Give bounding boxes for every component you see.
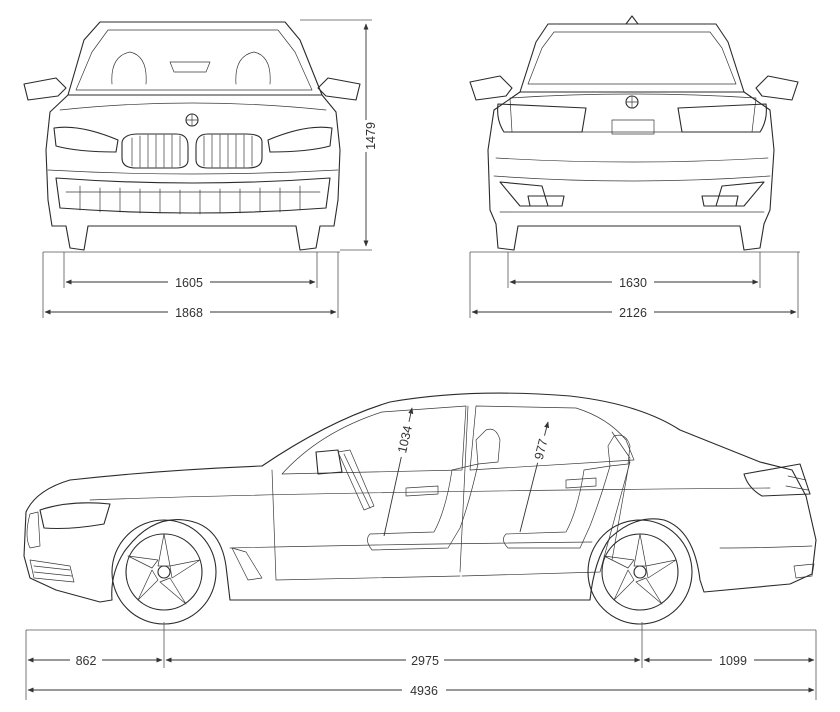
side-car-body	[23, 392, 817, 625]
wheelbase-label: 2975	[411, 654, 439, 668]
front-guides	[42, 19, 372, 318]
overall-length-label: 4936	[410, 684, 438, 698]
rear-track-label: 1630	[619, 276, 647, 290]
front-car-body	[23, 21, 361, 251]
front-headroom-label: 1034	[395, 424, 415, 454]
dimension-lines	[27, 23, 815, 693]
front-view	[23, 19, 372, 318]
rear-overhang-label: 1099	[719, 654, 747, 668]
front-overhang-label: 862	[76, 654, 97, 668]
rear-view	[469, 15, 800, 318]
rear-guides	[469, 251, 800, 318]
side-view	[23, 392, 817, 700]
front-width-label: 1868	[175, 306, 203, 320]
rear-headroom-label: 977	[532, 437, 551, 461]
height-label: 1479	[364, 122, 378, 150]
rear-car-body	[469, 15, 799, 251]
side-guides	[25, 622, 817, 700]
rear-width-label: 2126	[619, 306, 647, 320]
dimension-labels: 1479 1605 1868 1630 2126 1034 977 862 29…	[70, 120, 754, 698]
front-track-label: 1605	[175, 276, 203, 290]
